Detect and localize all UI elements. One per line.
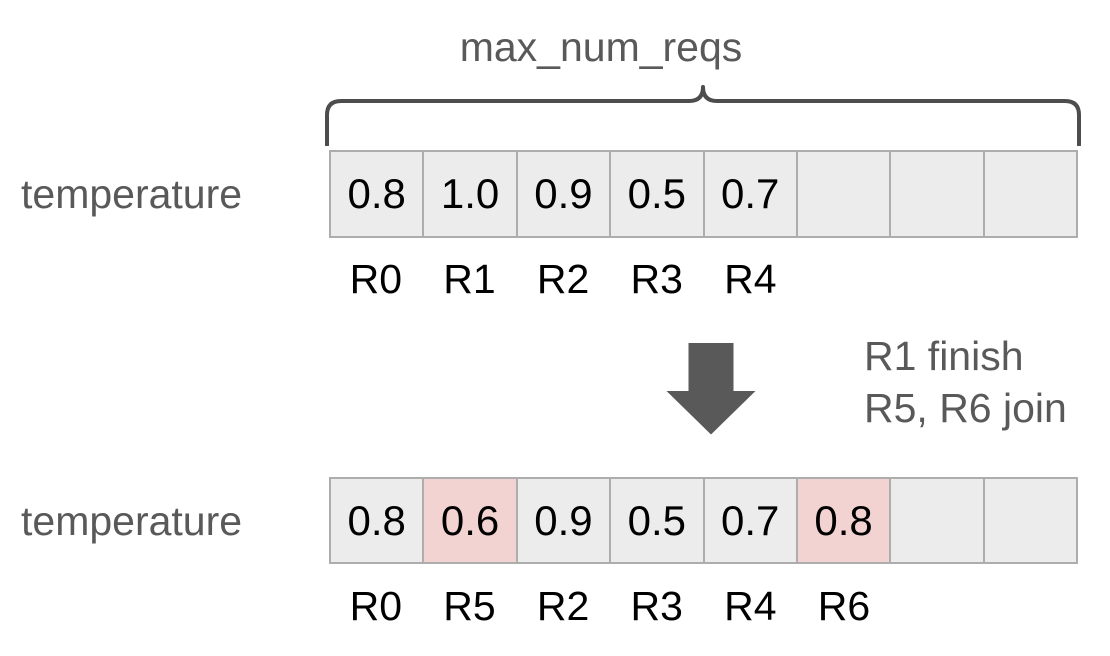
transition-note-line: R5, R6 join: [864, 385, 1067, 431]
array-cell-highlighted[interactable]: 0.6: [424, 479, 518, 562]
transition-notes: R1 finish R5, R6 join: [864, 330, 1104, 434]
brace-label-max-num-reqs: max_num_reqs: [459, 24, 743, 70]
request-id-label: R4: [724, 256, 777, 302]
request-id-label-blank: [984, 255, 1078, 303]
request-id-label-blank: [797, 255, 891, 303]
array-cell[interactable]: 0.9: [517, 152, 612, 236]
request-id-label: R1: [443, 256, 496, 302]
transition-arrow: [664, 341, 758, 437]
request-id-label: R2: [536, 583, 590, 629]
request-id-label-blank: [891, 255, 985, 303]
row-label-temperature-before: temperature: [21, 171, 243, 217]
row-label-temperature-after: temperature: [21, 498, 243, 544]
request-id-label: R0: [349, 583, 403, 629]
request-id-label: R3: [630, 583, 683, 629]
array-cell[interactable]: 0.9: [517, 479, 612, 562]
array-cell[interactable]: 0.7: [704, 479, 798, 562]
request-id-label-blank: [984, 582, 1078, 630]
array-cell-highlighted[interactable]: 0.8: [797, 479, 892, 562]
request-id-label: R4: [724, 583, 777, 629]
array-cell-empty[interactable]: [797, 152, 892, 236]
array-cell[interactable]: 0.8: [331, 152, 425, 236]
request-id-label: R6: [817, 583, 871, 629]
request-id-labels-before: R0 R1 R2 R3 R4: [329, 255, 1078, 303]
request-id-label: R3: [630, 256, 683, 302]
array-cell[interactable]: 1.0: [424, 152, 518, 236]
request-id-label: R0: [349, 256, 403, 302]
array-cell-empty[interactable]: [891, 479, 985, 562]
array-cell[interactable]: 0.7: [704, 152, 798, 236]
down-arrow-icon: [666, 343, 756, 435]
temperature-array-before: 0.8 1.0 0.9 0.5 0.7: [329, 150, 1078, 238]
request-id-labels-after: R0 R5 R2 R3 R4 R6: [329, 582, 1078, 630]
array-cell[interactable]: 0.5: [611, 152, 705, 236]
temperature-array-after: 0.8 0.6 0.9 0.5 0.7 0.8: [329, 477, 1078, 564]
array-cell-empty[interactable]: [984, 152, 1076, 236]
array-cell-empty[interactable]: [984, 479, 1076, 562]
request-id-label: R2: [536, 256, 590, 302]
array-cell-empty[interactable]: [891, 152, 985, 236]
array-cell[interactable]: 0.8: [331, 479, 425, 562]
request-id-label: R5: [443, 583, 496, 629]
curly-brace-icon: [325, 85, 1081, 146]
capacity-brace: [322, 84, 1084, 146]
request-id-label-blank: [891, 582, 985, 630]
transition-note-line: R1 finish: [864, 333, 1024, 379]
array-cell[interactable]: 0.5: [611, 479, 705, 562]
